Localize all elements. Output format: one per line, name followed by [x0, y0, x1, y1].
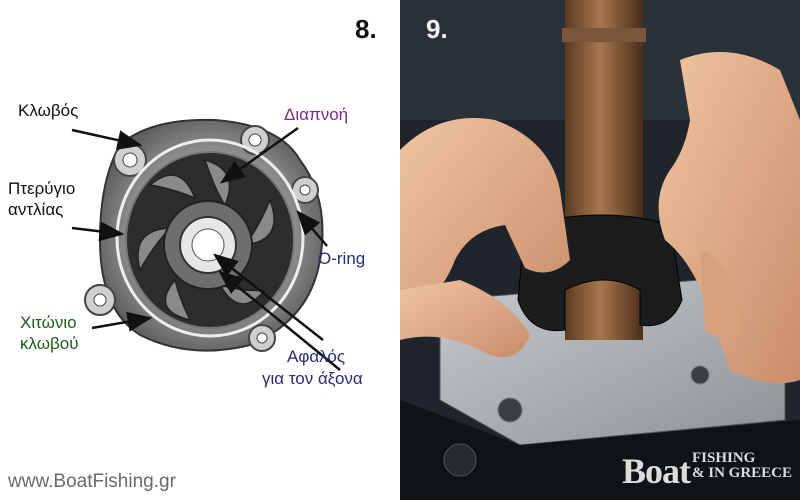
label-pterygio-1: Πτερύγιο: [8, 179, 76, 198]
step-number: 9.: [426, 14, 448, 44]
label-xitonio-1: Χιτώνιο: [20, 313, 77, 332]
website-watermark: www.BoatFishing.gr: [8, 471, 176, 492]
logo-fishing-block: FISHING& IN GREECE: [692, 451, 792, 481]
impeller-installation-photo: [400, 0, 800, 500]
logo-in-greece: & IN GREECE: [691, 465, 792, 481]
impeller-housing-illustration: [71, 118, 341, 371]
label-afalos-1: Αφαλός: [287, 347, 346, 366]
label-pterygio-2: αντλίας: [8, 200, 64, 219]
label-diapnoi: Διαπνοή: [284, 105, 349, 124]
logo-boat: Boat: [621, 451, 691, 491]
label-xitonio-2: κλωβού: [20, 334, 79, 353]
logo-fishing: FISHING: [691, 450, 756, 466]
diagram-panel: 8. Κλωβός Διαπνοή Πτερύγιο αντλίας O-rin…: [8, 14, 377, 492]
label-klovos: Κλωβός: [18, 101, 79, 120]
label-afalos-2: για τον άξονα: [262, 369, 363, 388]
label-oring: O-ring: [318, 249, 366, 268]
step-number: 8.: [355, 14, 377, 44]
